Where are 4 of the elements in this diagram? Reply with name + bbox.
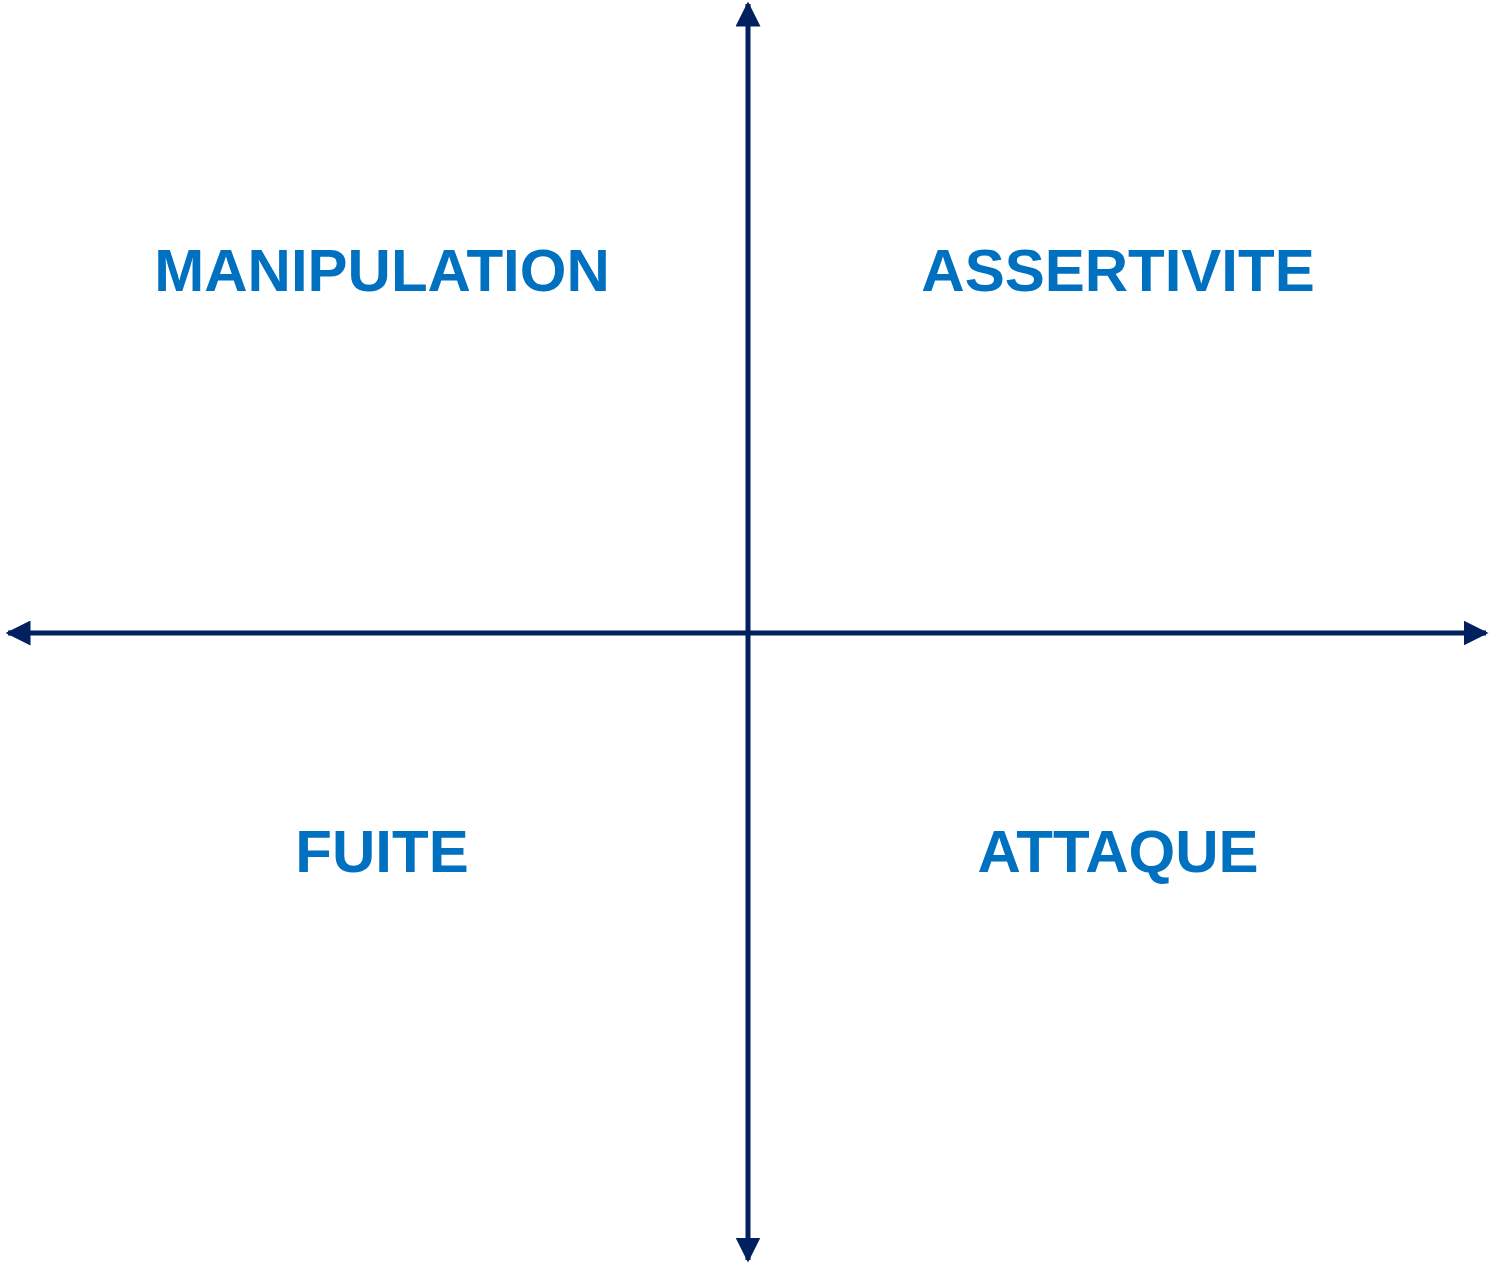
quadrant-label: MANIPULATION (154, 241, 610, 301)
quadrant-label: ATTAQUE (977, 822, 1259, 882)
quadrant-label: FUITE (295, 822, 469, 882)
quadrant-label: ASSERTIVITE (921, 241, 1315, 301)
